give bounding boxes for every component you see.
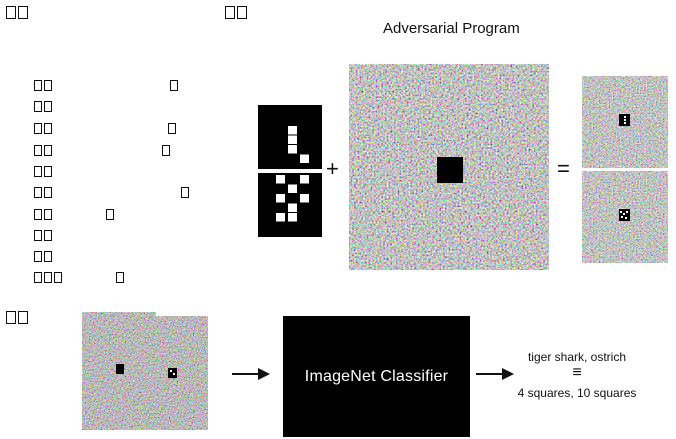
glyph-row [34, 145, 52, 156]
output-label-top: tiger shark, ostrich [527, 350, 627, 364]
grid-square [300, 154, 309, 163]
grid-square [300, 175, 309, 184]
grid-square [288, 184, 297, 193]
glyph-mark [162, 145, 170, 156]
grid-square [276, 194, 285, 203]
equivalence-sign: ≡ [572, 364, 582, 381]
output-label-bottom: 4 squares, 10 squares [517, 386, 637, 400]
glyph-row [34, 101, 52, 112]
glyph-row [34, 272, 62, 283]
glyph-mark [116, 272, 124, 283]
arrow-right-icon [232, 368, 270, 380]
grid-square [288, 203, 297, 212]
plus-sign: + [326, 156, 339, 181]
adversarial-program-image [349, 64, 549, 270]
glyph-row [34, 230, 52, 241]
glyph-row [34, 187, 52, 198]
panel-c-label [6, 311, 28, 324]
input-frame-front [134, 316, 208, 430]
panel-a-label [6, 6, 28, 19]
center-hole [437, 157, 463, 183]
result-image-top [582, 76, 668, 168]
glyph-row [34, 80, 52, 91]
classifier-label: ImageNet Classifier [304, 367, 449, 385]
grid-square [276, 175, 285, 184]
grid-bottom-cells [276, 175, 309, 222]
arrow-right-icon [476, 368, 514, 380]
glyph-row [34, 123, 52, 134]
grid-square [288, 213, 297, 222]
glyph-mark [181, 187, 189, 198]
glyph-mark [168, 123, 176, 134]
equals-sign: = [557, 156, 570, 181]
program-title: Adversarial Program [383, 20, 520, 37]
imagenet-classifier-box: ImageNet Classifier [283, 316, 470, 437]
grid-square [288, 126, 297, 135]
glyph-row [34, 166, 52, 177]
grid-square [288, 135, 297, 144]
panel-b-label [225, 6, 247, 19]
glyph-mark [170, 80, 178, 91]
grid-square [276, 213, 285, 222]
input-image-stack [82, 312, 208, 430]
result-image-bottom [582, 171, 668, 263]
grid-square [300, 194, 309, 203]
grid-top-cells [288, 126, 309, 163]
grid-square [288, 145, 297, 154]
glyph-mark [106, 209, 114, 220]
glyph-row [34, 209, 52, 220]
glyph-row [34, 251, 52, 262]
counting-grid [258, 105, 322, 237]
